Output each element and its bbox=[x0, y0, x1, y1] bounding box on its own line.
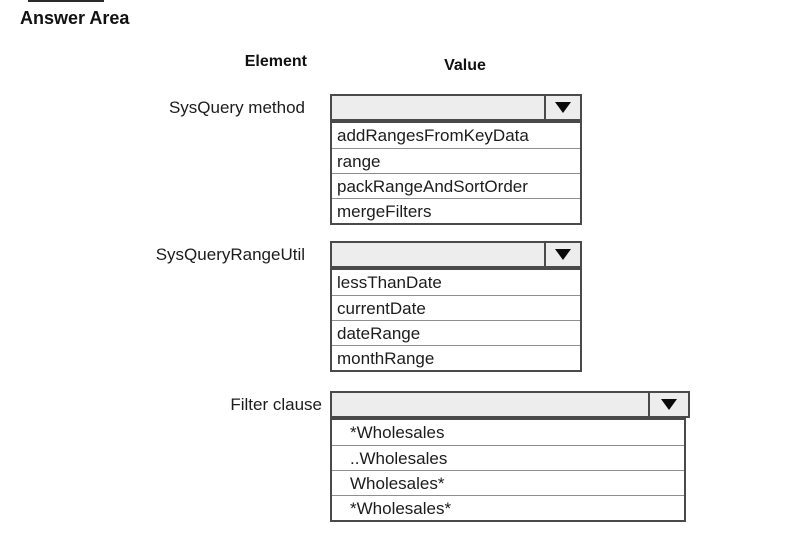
label-sysquery-method: SysQuery method bbox=[168, 98, 305, 117]
dropdown-selected-value[interactable] bbox=[332, 96, 544, 119]
column-header-value: Value bbox=[444, 57, 486, 74]
column-header-element: Element bbox=[244, 53, 307, 70]
chevron-down-icon bbox=[555, 102, 571, 113]
dropdown-option[interactable]: *Wholesales* bbox=[332, 495, 684, 520]
dropdown-filter-clause[interactable] bbox=[330, 391, 690, 418]
chevron-down-icon bbox=[555, 249, 571, 260]
dropdown-option[interactable]: monthRange bbox=[332, 345, 580, 370]
crop-artifact bbox=[28, 0, 104, 2]
dropdown-selected-value[interactable] bbox=[332, 243, 544, 266]
dropdown-option[interactable]: *Wholesales bbox=[350, 423, 445, 442]
dropdown-selected-value[interactable] bbox=[332, 393, 648, 416]
chevron-down-icon bbox=[661, 399, 677, 410]
dropdown-option[interactable]: addRangesFromKeyData bbox=[337, 126, 529, 145]
dropdown-option[interactable]: lessThanDate bbox=[337, 273, 442, 292]
dropdown-option[interactable]: mergeFilters bbox=[332, 198, 580, 223]
dropdown-option[interactable]: range bbox=[332, 148, 580, 173]
dropdown-option[interactable]: ..Wholesales bbox=[332, 445, 684, 470]
page-title: Answer Area bbox=[20, 8, 130, 28]
dropdown-option[interactable]: dateRange bbox=[332, 320, 580, 345]
dropdown-option[interactable]: Wholesales* bbox=[332, 470, 684, 495]
dropdown-sysquery-method[interactable] bbox=[330, 94, 582, 121]
dropdown-options-sysqueryrangeutil: lessThanDate currentDate dateRange month… bbox=[330, 268, 582, 372]
dropdown-sysqueryrangeutil[interactable] bbox=[330, 241, 582, 268]
dropdown-arrow-button[interactable] bbox=[544, 243, 580, 266]
dropdown-arrow-button[interactable] bbox=[648, 393, 688, 416]
label-sysqueryrangeutil: SysQueryRangeUtil bbox=[155, 245, 305, 264]
dropdown-options-filter-clause: *Wholesales ..Wholesales Wholesales* *Wh… bbox=[330, 418, 686, 522]
dropdown-options-sysquery-method: addRangesFromKeyData range packRangeAndS… bbox=[330, 121, 582, 225]
dropdown-option[interactable]: packRangeAndSortOrder bbox=[332, 173, 580, 198]
dropdown-option[interactable]: currentDate bbox=[332, 295, 580, 320]
dropdown-arrow-button[interactable] bbox=[544, 96, 580, 119]
label-filter-clause: Filter clause bbox=[230, 395, 322, 414]
